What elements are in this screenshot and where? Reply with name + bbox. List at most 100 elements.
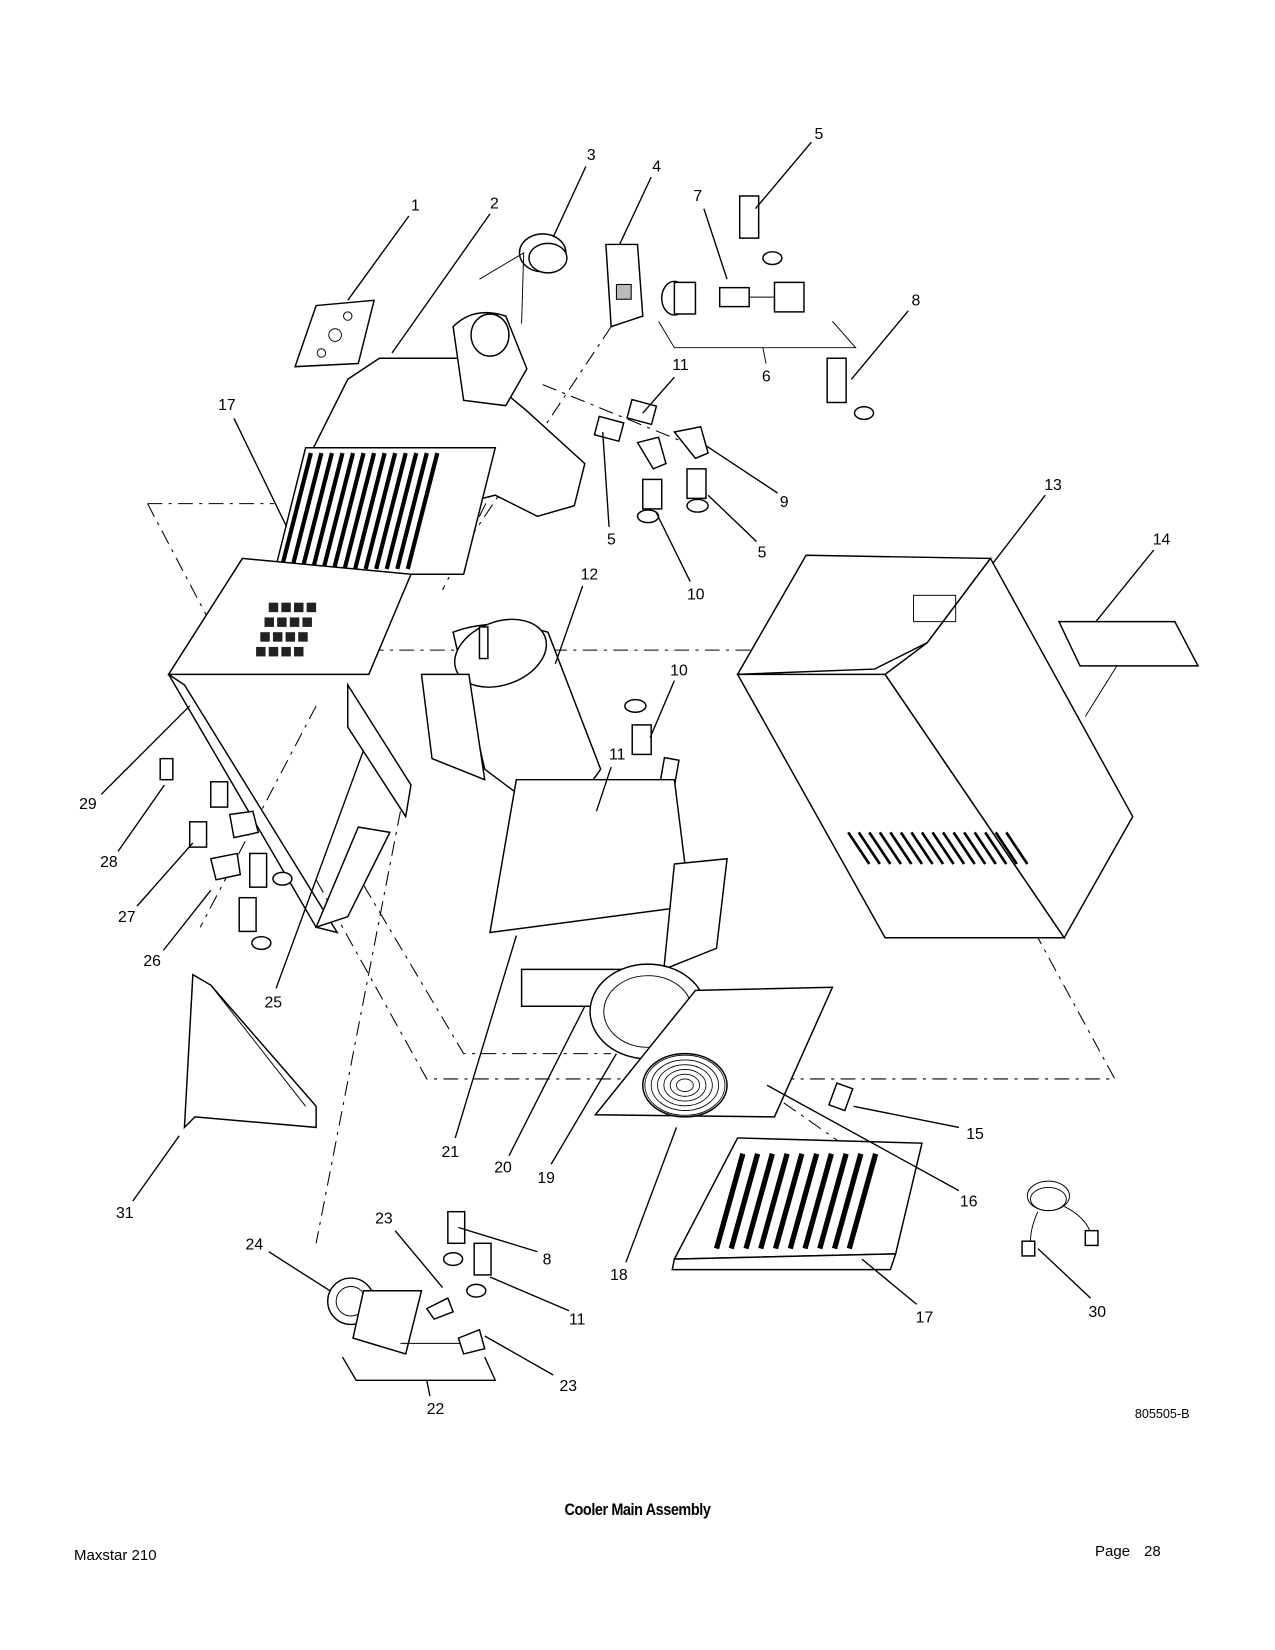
topfins-detail xyxy=(395,452,429,570)
callout-7: 7 xyxy=(693,188,702,205)
callout-1: 1 xyxy=(411,198,420,215)
louvers-detail xyxy=(868,831,892,865)
louvers-detail xyxy=(847,831,871,865)
botfins-detail xyxy=(713,1153,746,1250)
part-fan-shroud xyxy=(589,963,834,1118)
callout-11: 11 xyxy=(609,747,626,764)
figure-title: Cooler Main Assembly xyxy=(564,1500,711,1519)
botfins-detail xyxy=(758,1153,790,1250)
vents-detail xyxy=(277,617,287,627)
louvers-detail xyxy=(973,831,997,865)
part-wrapper-cover xyxy=(736,554,1134,940)
topfins-detail xyxy=(289,452,324,570)
callout-16: 16 xyxy=(960,1193,978,1210)
callout-20: 20 xyxy=(494,1160,512,1177)
grill-detail xyxy=(676,1078,694,1092)
botfins-detail xyxy=(846,1153,879,1250)
callout-labels: 1 2 3 4 5 7 8 6 11 17 9 5 10 5 13 14 12 … xyxy=(79,126,1190,1421)
callout-25: 25 xyxy=(265,994,283,1011)
callout-5: 5 xyxy=(815,126,824,143)
callout-30: 30 xyxy=(1088,1304,1106,1321)
callout-24: 24 xyxy=(246,1237,264,1254)
vents-detail xyxy=(289,617,300,627)
callout-23: 23 xyxy=(375,1210,393,1227)
vents-detail xyxy=(294,646,304,657)
vents-detail xyxy=(256,646,266,657)
callout-13: 13 xyxy=(1044,477,1062,494)
callout-29: 29 xyxy=(79,796,97,813)
grill-detail xyxy=(644,1054,726,1116)
louvers-detail xyxy=(931,831,955,865)
topfins-detail xyxy=(300,452,334,570)
callout-5: 5 xyxy=(758,544,767,561)
part-support-bracket xyxy=(183,973,317,1130)
part-switch xyxy=(828,1082,854,1112)
louvers-detail xyxy=(994,831,1018,865)
callout-2: 2 xyxy=(490,196,499,213)
vents-detail xyxy=(294,602,304,613)
callout-11: 11 xyxy=(672,357,689,374)
topfins-detail xyxy=(384,452,419,570)
botfins-detail xyxy=(787,1153,820,1250)
callout-10: 10 xyxy=(670,662,688,679)
botfins-detail xyxy=(743,1153,775,1250)
callout-15: 15 xyxy=(966,1126,984,1143)
vents-detail xyxy=(260,632,270,642)
topfins-detail xyxy=(374,452,408,570)
callout-9: 9 xyxy=(780,494,789,511)
callout-4: 4 xyxy=(652,159,661,176)
part-gasket xyxy=(294,299,376,368)
topfins-detail xyxy=(310,452,345,570)
part-label xyxy=(1057,620,1200,667)
callout-5: 5 xyxy=(607,532,616,549)
callout-6: 6 xyxy=(762,368,771,385)
topfins-detail xyxy=(405,452,440,570)
topfins-detail xyxy=(321,452,356,570)
callout-10: 10 xyxy=(687,587,705,604)
grill-detail xyxy=(669,1073,701,1097)
callout-31: 31 xyxy=(116,1205,134,1222)
callout-leaders xyxy=(100,141,1155,1397)
callout-14: 14 xyxy=(1153,532,1171,549)
part-fill-cap xyxy=(479,233,568,324)
vents-detail xyxy=(272,632,283,642)
vents-detail xyxy=(281,646,291,657)
vents-detail xyxy=(298,632,308,642)
page-label: Page xyxy=(1095,1543,1131,1560)
louvers-detail xyxy=(1005,831,1029,865)
vents-detail xyxy=(285,632,296,642)
part-heat-exchanger xyxy=(489,778,728,1007)
callout-8: 8 xyxy=(911,293,920,310)
callout-21: 21 xyxy=(442,1144,460,1161)
topfins-detail xyxy=(353,452,387,570)
page-number: 28 xyxy=(1144,1543,1161,1560)
vents-detail xyxy=(268,646,279,657)
fittings-left xyxy=(159,757,293,951)
vents-detail xyxy=(302,617,312,627)
vents-detail xyxy=(268,602,279,613)
callout-23: 23 xyxy=(560,1378,578,1395)
grill-detail xyxy=(663,1069,707,1102)
callout-27: 27 xyxy=(118,909,136,926)
drawing-number: 805505-B xyxy=(1135,1407,1190,1421)
botfins-detail xyxy=(728,1153,761,1250)
louvers-detail xyxy=(952,831,976,865)
callout-26: 26 xyxy=(143,953,161,970)
part-bracket xyxy=(605,243,644,328)
botfins-detail xyxy=(831,1153,864,1250)
callout-22: 22 xyxy=(427,1401,445,1418)
louvers-detail xyxy=(899,831,924,865)
callout-3: 3 xyxy=(587,147,596,164)
louvers-detail xyxy=(889,831,913,865)
part-front-grille xyxy=(671,1137,923,1271)
callout-18: 18 xyxy=(610,1267,628,1284)
vents-detail xyxy=(306,602,317,613)
louvers-detail xyxy=(963,831,987,865)
callout-11: 11 xyxy=(569,1311,586,1328)
topfins-detail xyxy=(279,452,313,570)
part-wire-harness xyxy=(1021,1180,1099,1257)
topfins-detail xyxy=(363,452,398,570)
part-pump-head xyxy=(326,1210,492,1355)
louvers-detail xyxy=(984,831,1008,865)
